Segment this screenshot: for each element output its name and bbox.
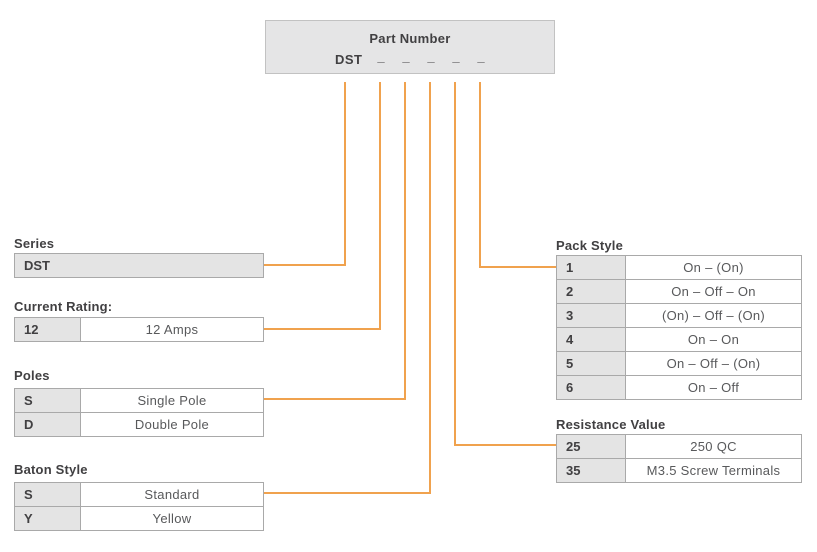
part-number-box: Part Number DST _ _ _ _ _ (265, 20, 555, 74)
part-number-blank-3: _ (427, 49, 435, 64)
code-cell: DST (15, 254, 263, 277)
table-row: 4 On – On (557, 327, 801, 351)
value-cell: On – On (687, 332, 740, 347)
value-cell: M3.5 Screw Terminals (646, 463, 781, 478)
table-row: 1 On – (On) (557, 256, 801, 279)
code-cell: 4 (557, 328, 626, 351)
connector-resistance-value-vertical (454, 82, 456, 446)
section-resistance-value: Resistance Value 25 250 QC 35 M3.5 Screw… (556, 417, 802, 483)
connector-pack-style-vertical (479, 82, 481, 268)
pack-style-table: 1 On – (On) 2 On – Off – On 3 (On) – Off… (556, 255, 802, 400)
value-cell: On – Off – On (671, 284, 756, 299)
value-cell: On – Off – (On) (666, 356, 761, 371)
table-row: 12 12 Amps (15, 318, 263, 341)
section-baton-style: Baton Style S Standard Y Yellow (14, 462, 264, 531)
connector-poles-horizontal (264, 398, 406, 400)
connector-series-horizontal (264, 264, 346, 266)
code-cell: D (15, 413, 81, 436)
table-row: 35 M3.5 Screw Terminals (557, 458, 801, 482)
connector-pack-style-horizontal (479, 266, 556, 268)
poles-table: S Single Pole D Double Pole (14, 388, 264, 437)
code-cell: 5 (557, 352, 626, 375)
code-cell: S (15, 389, 81, 412)
section-poles: Poles S Single Pole D Double Pole (14, 368, 264, 437)
value-cell: (On) – Off – (On) (661, 308, 766, 323)
code-cell: S (15, 483, 81, 506)
value-cell: On – Off (687, 380, 740, 395)
value-cell: Yellow (152, 511, 192, 526)
table-row: S Single Pole (15, 389, 263, 412)
value-cell: 250 QC (690, 439, 737, 454)
code-cell: 6 (557, 376, 626, 399)
section-pack-style: Pack Style 1 On – (On) 2 On – Off – On 3… (556, 238, 802, 400)
connector-series-vertical (344, 82, 346, 266)
section-current-rating: Current Rating: 12 12 Amps (14, 299, 264, 342)
value-cell: Double Pole (134, 417, 210, 432)
code-cell: Y (15, 507, 81, 530)
part-number-template: DST _ _ _ _ _ (266, 49, 554, 69)
code-cell: 1 (557, 256, 626, 279)
code-cell: 12 (15, 318, 81, 341)
series-table: DST (14, 253, 264, 278)
part-number-blank-4: _ (452, 49, 460, 64)
connector-baton-style-horizontal (264, 492, 431, 494)
connector-baton-style-vertical (429, 82, 431, 494)
part-number-blank-1: _ (377, 49, 385, 64)
part-number-prefix: DST (335, 52, 363, 67)
series-title: Series (14, 236, 55, 251)
table-row: Y Yellow (15, 506, 263, 530)
connector-poles-vertical (404, 82, 406, 400)
table-row: D Double Pole (15, 412, 263, 436)
code-cell: 3 (557, 304, 626, 327)
connector-current-rating-vertical (379, 82, 381, 330)
table-row: 3 (On) – Off – (On) (557, 303, 801, 327)
table-row: 2 On – Off – On (557, 279, 801, 303)
baton-style-title: Baton Style (14, 462, 88, 477)
resistance-value-title: Resistance Value (556, 417, 666, 432)
connector-resistance-value-horizontal (454, 444, 556, 446)
value-cell: Standard (144, 487, 200, 502)
current-rating-title: Current Rating: (14, 299, 113, 314)
code-cell: 35 (557, 459, 626, 482)
value-cell: 12 Amps (145, 322, 199, 337)
resistance-value-table: 25 250 QC 35 M3.5 Screw Terminals (556, 434, 802, 483)
table-row: S Standard (15, 483, 263, 506)
pack-style-title: Pack Style (556, 238, 624, 253)
part-number-title: Part Number (369, 31, 451, 46)
baton-style-table: S Standard Y Yellow (14, 482, 264, 531)
value-cell: On – (On) (683, 260, 744, 275)
poles-title: Poles (14, 368, 50, 383)
table-row: DST (15, 254, 263, 277)
code-cell: 2 (557, 280, 626, 303)
current-rating-table: 12 12 Amps (14, 317, 264, 342)
table-row: 25 250 QC (557, 435, 801, 458)
table-row: 6 On – Off (557, 375, 801, 399)
part-number-blank-2: _ (402, 49, 410, 64)
part-number-blank-5: _ (477, 49, 485, 64)
section-series: Series DST (14, 236, 264, 278)
code-cell: 25 (557, 435, 626, 458)
connector-current-rating-horizontal (264, 328, 381, 330)
table-row: 5 On – Off – (On) (557, 351, 801, 375)
value-cell: Single Pole (137, 393, 207, 408)
